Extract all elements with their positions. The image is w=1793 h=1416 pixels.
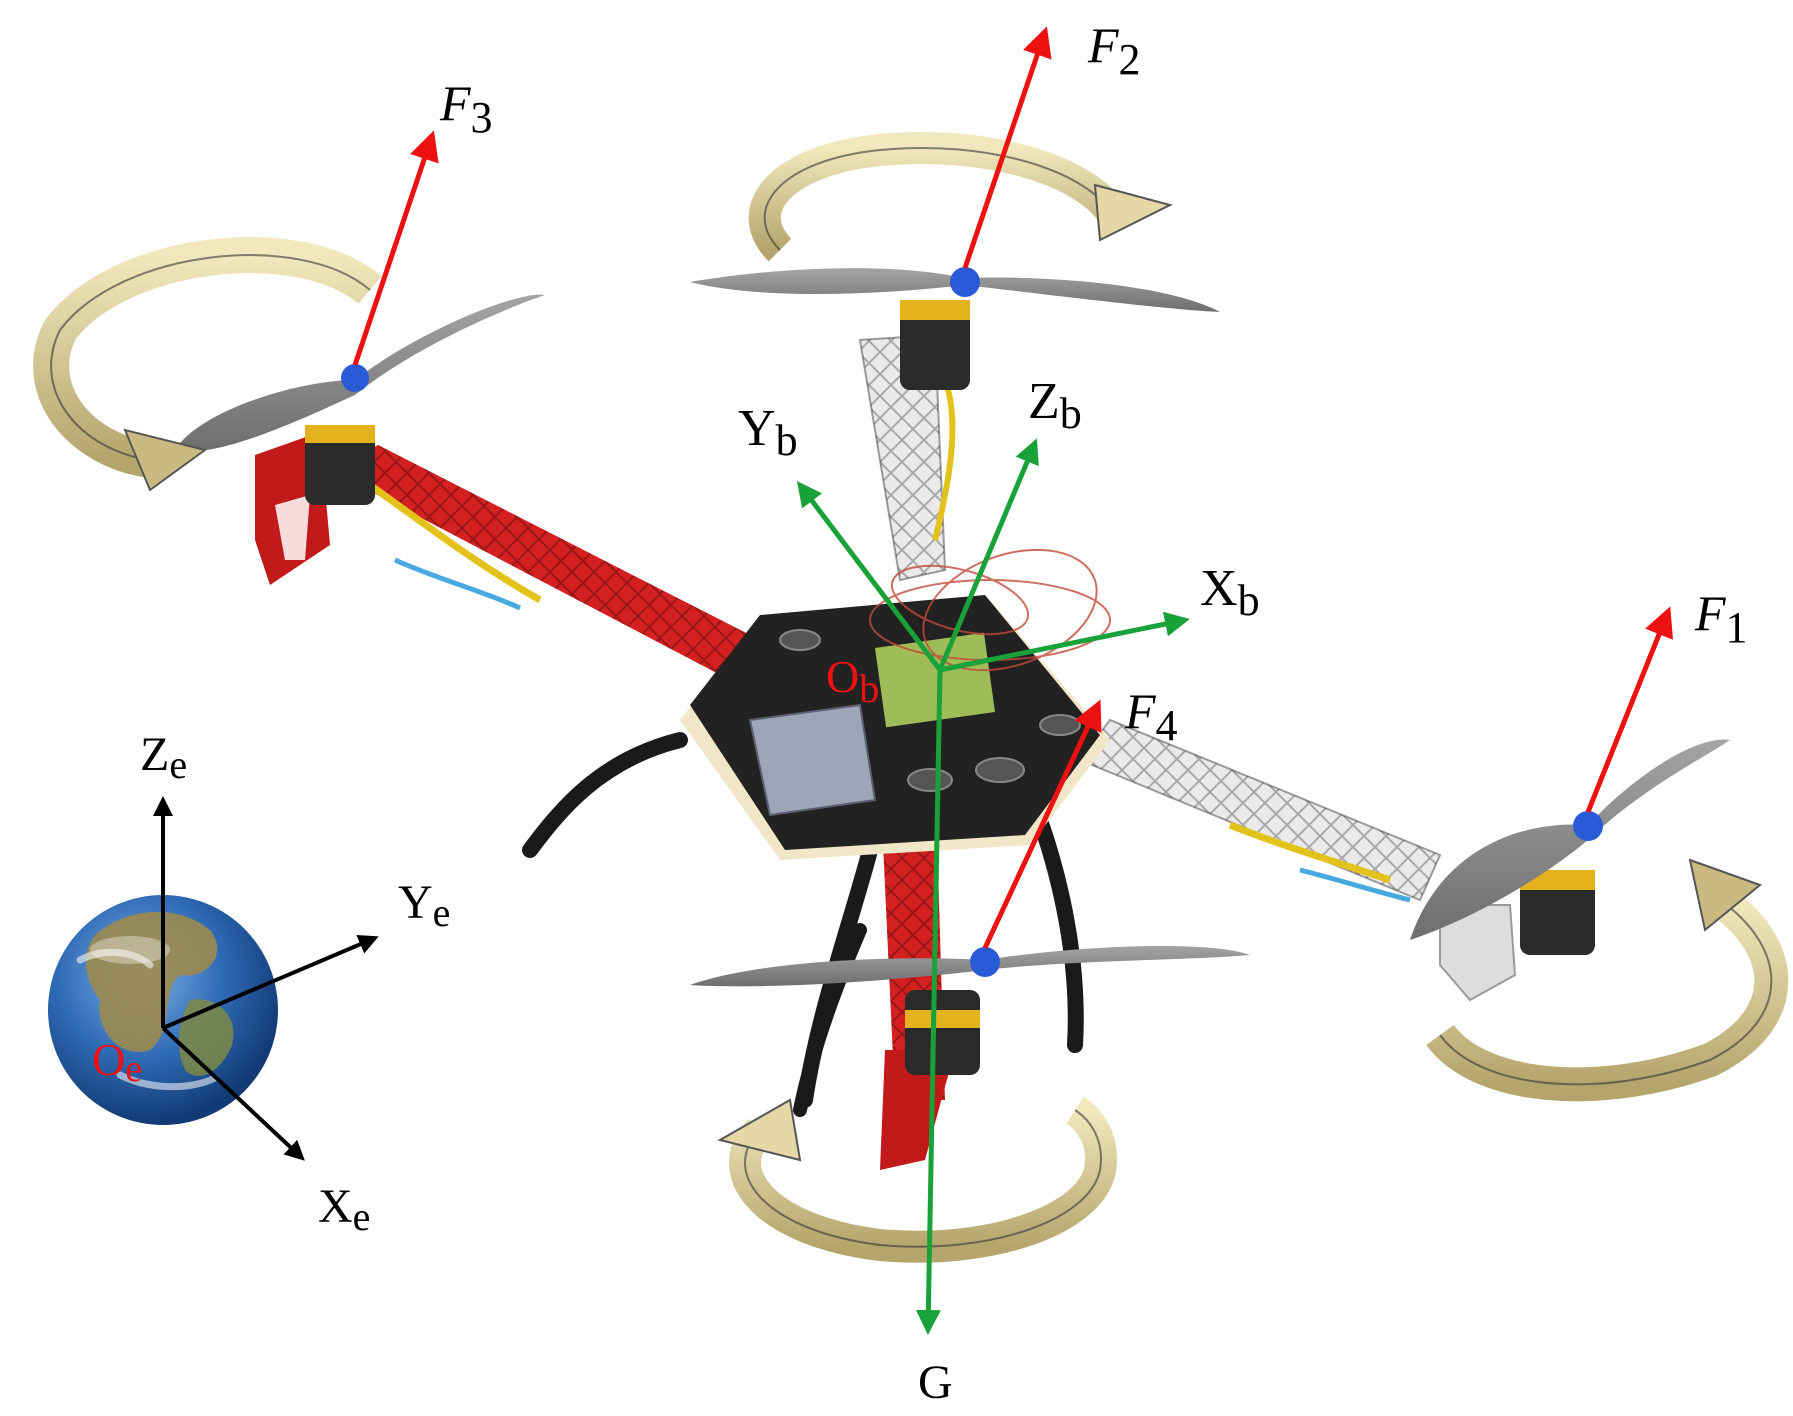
spinner-3 (341, 364, 369, 392)
propeller-3 (175, 294, 545, 452)
motor-4 (905, 990, 980, 1075)
rotation-arrow-rotor-3 (33, 237, 382, 492)
rotor-4 (690, 945, 1250, 1075)
motor-2 (900, 300, 970, 390)
body-origin-label: Ob (826, 651, 879, 711)
force-label-4: F4 (1124, 683, 1178, 750)
gravity-axis (915, 669, 943, 1335)
rotor-2 (690, 267, 1220, 390)
earth-z-label: Ze (140, 728, 187, 787)
force-label-2: F2 (1087, 17, 1141, 84)
body-frame: Xb Yb Zb Ob G (738, 373, 1260, 1409)
rotation-arrow-rotor-2 (748, 132, 1173, 262)
flight-controller (874, 632, 996, 728)
propeller-1 (1410, 739, 1730, 940)
rotation-arrow-rotor-1 (1426, 858, 1789, 1102)
force-label-1: F1 (1694, 585, 1748, 652)
rotor-1 (1410, 739, 1730, 955)
propeller-2 (690, 268, 1220, 312)
quadrotor-drone-icon (33, 132, 1789, 1263)
body-x-axis (939, 611, 1190, 673)
arm-rotor-2 (858, 333, 956, 582)
spinner-2 (950, 267, 980, 297)
motor-3 (305, 425, 375, 505)
propeller-4 (690, 945, 1250, 987)
earth-x-label: Xe (318, 1180, 370, 1239)
body-x-label: Xb (1200, 560, 1260, 625)
force-label-3: F3 (439, 75, 493, 142)
force-arrow-2 (962, 26, 1052, 269)
rotor-3 (175, 294, 545, 505)
motor-mount-1 (1439, 904, 1517, 1002)
earth-y-label: Ye (398, 876, 450, 935)
motor-mount-4 (880, 1050, 955, 1170)
battery (748, 703, 877, 817)
body-y-axis (796, 481, 942, 672)
gravity-label: G (918, 1356, 953, 1409)
motor-1 (1520, 870, 1595, 955)
force-arrow-1 (1585, 606, 1674, 813)
earth-origin-label: Oe (92, 1034, 142, 1090)
earth-y-axis (162, 935, 379, 1030)
rotation-direction-arrow-icon (33, 132, 1789, 1263)
body-z-axis (937, 438, 1039, 671)
spinner-4 (970, 947, 1000, 977)
thrust-forces: F1 F2 F3 F4 (352, 17, 1748, 950)
earth-x-axis (161, 1026, 305, 1161)
rotation-arrow-rotor-4 (717, 1096, 1117, 1263)
earth-frame: Ze Ye Xe Oe (48, 728, 450, 1239)
force-arrow-4 (982, 699, 1102, 950)
spinner-1 (1573, 811, 1603, 841)
body-y-label: Yb (738, 400, 798, 465)
body-z-label: Zb (1028, 373, 1082, 438)
force-arrow-3 (352, 130, 439, 366)
